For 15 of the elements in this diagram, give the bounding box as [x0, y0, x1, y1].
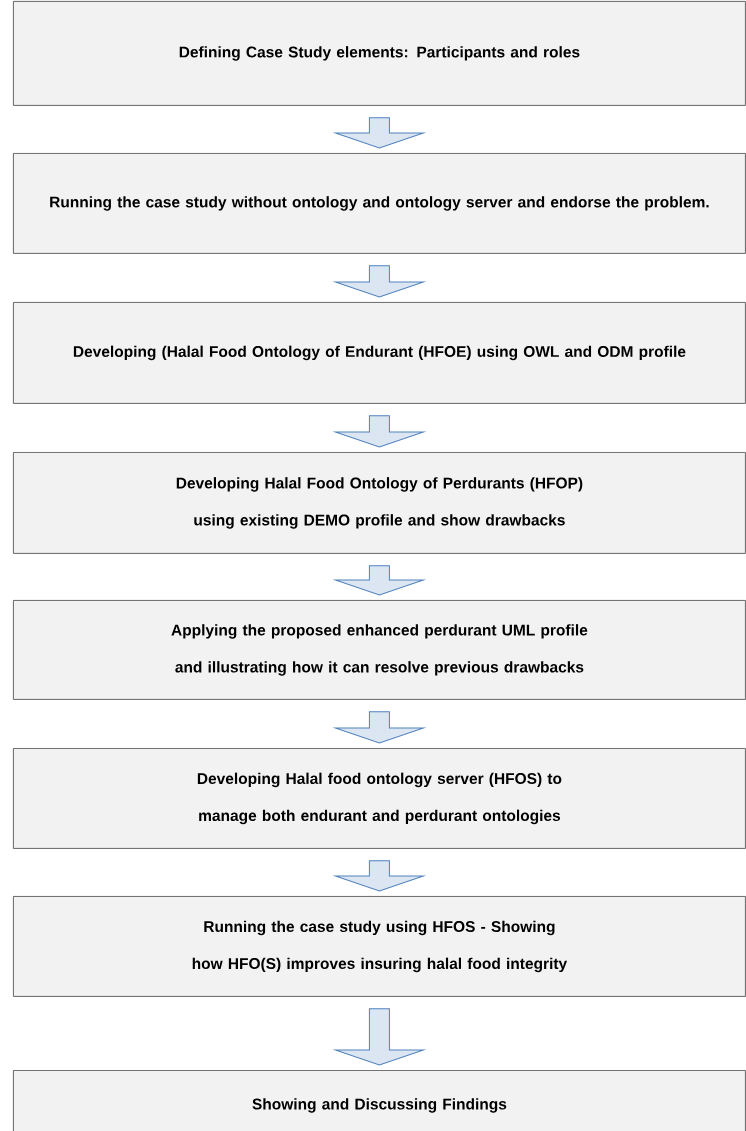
- block-arrow: [334, 117, 424, 149]
- process-box: Running the case study without ontology and ontology server and endorse the problem.: [13, 153, 746, 254]
- block-arrow: [334, 565, 424, 596]
- block-arrow: [334, 415, 424, 448]
- process-box: Running the case study using HFOS - Showing how HFO(S) improves insuring halal food integrity: [13, 896, 746, 997]
- block-arrow: [334, 860, 424, 892]
- process-box: Showing and Discussing Findings: [13, 1070, 746, 1131]
- process-box: Developing Halal Food Ontology of Perdurants (HFOP) using existing DEMO profile and show drawbacks: [13, 452, 746, 554]
- process-box: Developing Halal food ontology server (HFOS) to manage both endurant and perdurant ontologies: [13, 748, 746, 849]
- process-box: Applying the proposed enhanced perdurant UML profile and illustrating how it can resolve previous drawbacks: [13, 600, 746, 700]
- block-arrow: [334, 711, 424, 744]
- block-arrow: [334, 1008, 424, 1066]
- process-box: Defining Case Study elements: Participants and roles: [13, 1, 746, 106]
- block-arrow: [334, 265, 424, 298]
- process-box: Developing (Halal Food Ontology of Endurant (HFOE) using OWL and ODM profile: [13, 302, 746, 404]
